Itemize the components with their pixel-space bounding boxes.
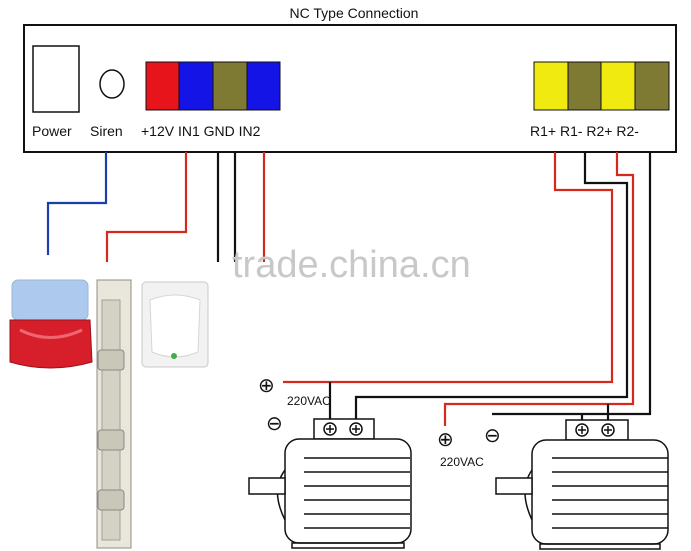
input-terminal-labels: +12V IN1 GND IN2 [141, 123, 261, 139]
relay-terminals [533, 61, 670, 111]
minus-symbol-left: ⊖ [266, 413, 283, 435]
minus-symbol-right: ⊖ [484, 425, 501, 447]
r1-plus-wire [283, 152, 614, 384]
terminal-12v [145, 61, 180, 111]
controller-box: Power Siren +12V IN1 GND IN2 R1+ R1- R2+… [23, 24, 677, 153]
power-label: Power [32, 123, 72, 139]
siren-label: Siren [90, 123, 123, 139]
plus-symbol-left: ⊕ [258, 375, 275, 397]
r2-minus-wire [492, 152, 652, 416]
terminal-r1-plus [533, 61, 569, 111]
terminal-gnd [212, 61, 248, 111]
float-switch-device [96, 279, 132, 549]
strobe-siren-device [9, 279, 93, 369]
in1-wire [105, 152, 188, 262]
motor-1 [248, 418, 412, 549]
pir-detector-device [141, 281, 209, 368]
r2-plus-wire [443, 152, 635, 426]
terminal-r1-minus [567, 61, 602, 111]
input-terminals [145, 61, 281, 111]
motor-2 [495, 419, 669, 550]
r1-minus-wire [354, 152, 629, 425]
relay-terminal-labels: R1+ R1- R2+ R2- [530, 123, 639, 139]
voltage-label-right: 220VAC [440, 455, 484, 469]
power-switch [32, 45, 80, 113]
siren-wire [46, 152, 108, 255]
voltage-label-left: 220VAC [287, 394, 331, 408]
plus-symbol-right: ⊕ [437, 429, 454, 451]
terminal-in1 [178, 61, 214, 111]
terminal-r2-minus [634, 61, 670, 111]
diagram-title: NC Type Connection [290, 5, 419, 21]
terminal-r2-plus [600, 61, 636, 111]
watermark: trade.china.cn [232, 244, 471, 286]
terminal-in2 [246, 61, 281, 111]
wires [46, 152, 652, 426]
siren-indicator [99, 69, 125, 99]
